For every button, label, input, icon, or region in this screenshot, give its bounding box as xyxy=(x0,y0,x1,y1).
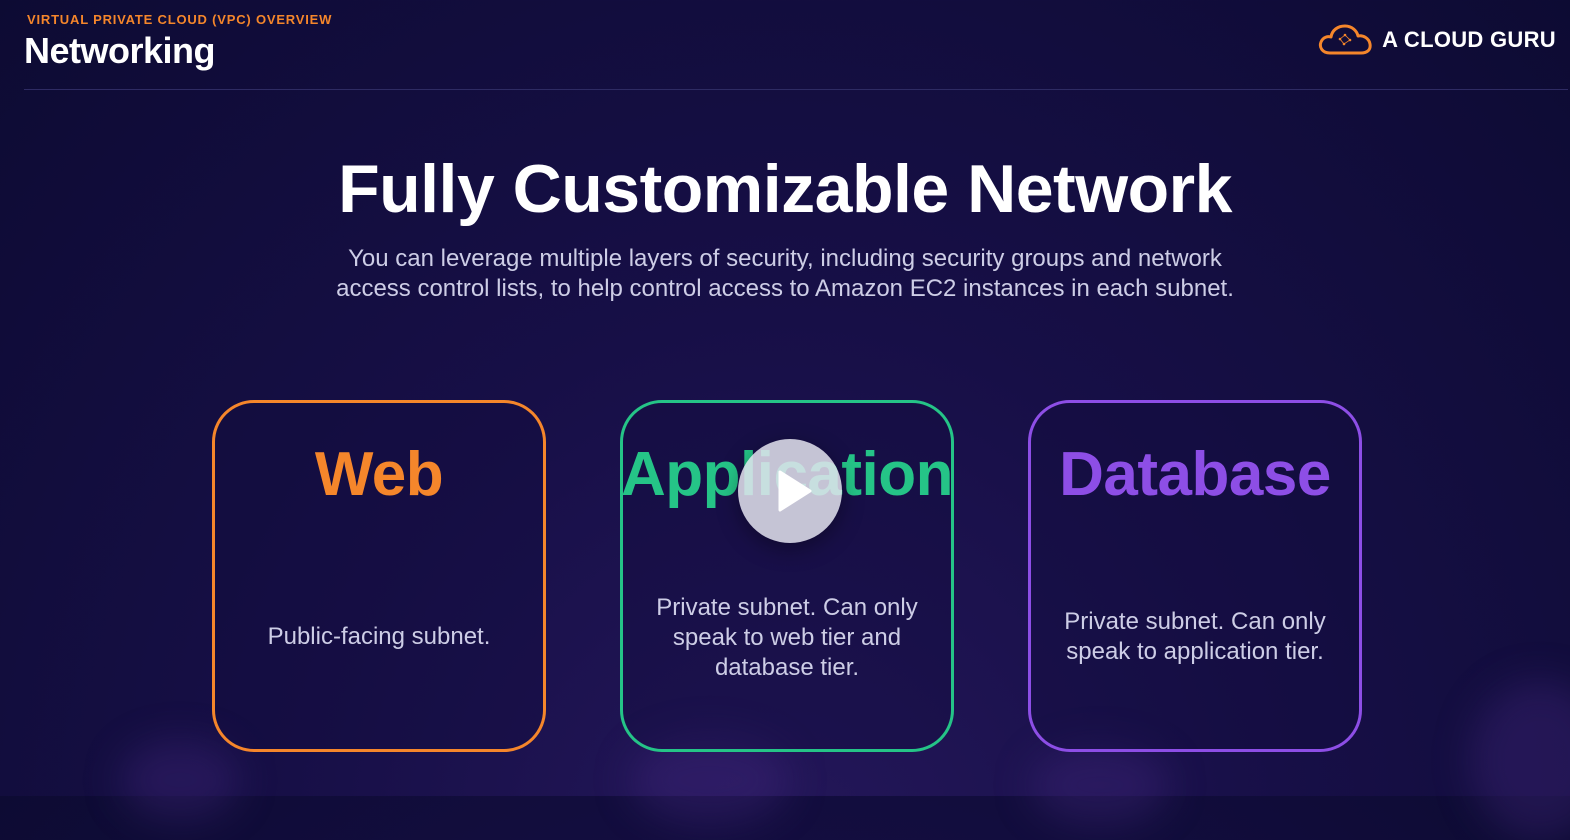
description-line: Private subnet. Can only xyxy=(656,594,918,621)
description-line: speak to application tier. xyxy=(1066,638,1324,665)
database-tier-title: Database xyxy=(1059,440,1331,509)
slide-header: VIRTUAL PRIVATE CLOUD (VPC) OVERVIEW Net… xyxy=(0,0,1570,92)
play-icon xyxy=(778,470,812,512)
application-tier-description: Private subnet. Can only speak to web ti… xyxy=(643,593,931,683)
web-tier-card: Web Public-facing subnet. xyxy=(212,400,546,752)
description-line: speak to web tier and xyxy=(672,624,902,651)
slide-subline: You can leverage multiple layers of secu… xyxy=(285,244,1285,304)
background-glow xyxy=(120,740,240,820)
subline-line: You can leverage multiple layers of secu… xyxy=(348,245,1222,272)
description-line: Private subnet. Can only xyxy=(1064,608,1326,635)
cloud-logo-icon xyxy=(1319,24,1372,55)
description-line: Public-facing subnet. xyxy=(267,623,491,650)
database-tier-description: Private subnet. Can only speak to applic… xyxy=(1051,607,1339,667)
subline-line: access control lists, to help control ac… xyxy=(336,275,1234,302)
brand-name: A CLOUD GURU xyxy=(1382,27,1556,52)
background-glow xyxy=(1030,745,1170,825)
video-play-button[interactable] xyxy=(738,439,842,543)
application-tier-card: Application Private subnet. Can only spe… xyxy=(620,400,954,752)
background-glow xyxy=(1470,680,1570,840)
description-line: database tier. xyxy=(714,654,860,681)
section-title: Networking xyxy=(24,30,216,71)
web-tier-title: Web xyxy=(314,440,444,509)
header-divider xyxy=(24,89,1568,90)
brand-logo: A CLOUD GURU xyxy=(1318,20,1556,60)
slide-headline: Fully Customizable Network xyxy=(338,151,1232,227)
database-tier-card: Database Private subnet. Can only speak … xyxy=(1028,400,1362,752)
slide-kicker: VIRTUAL PRIVATE CLOUD (VPC) OVERVIEW xyxy=(27,12,333,27)
web-tier-description: Public-facing subnet. xyxy=(235,622,523,652)
